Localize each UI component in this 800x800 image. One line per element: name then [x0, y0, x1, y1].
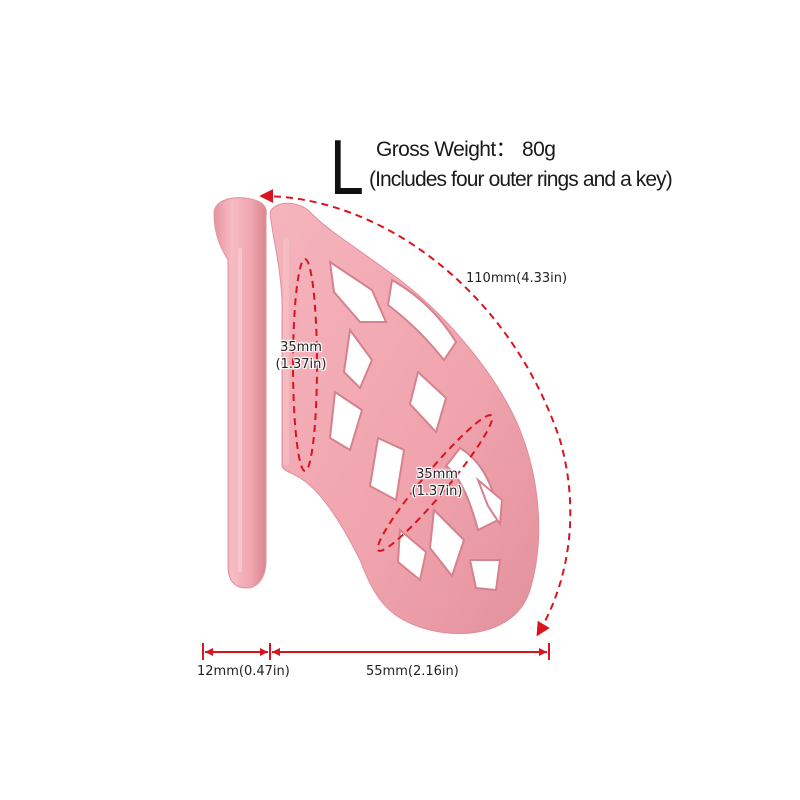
width-dimension-lines — [202, 643, 550, 660]
tip-diameter-in: (1.37in) — [411, 484, 463, 499]
gross-weight-value: 80g — [522, 138, 556, 161]
ring-gap-width-label: 12mm(0.47in) — [197, 664, 290, 679]
ring-diameter-ellipse — [292, 258, 318, 472]
cage-body — [269, 202, 540, 635]
tip-diameter-mm: 35mm — [416, 467, 458, 482]
gross-weight-label: Gross Weight： — [376, 138, 517, 161]
ring-diameter-in: (1.37in) — [275, 357, 327, 372]
length-arc-dimension — [259, 189, 572, 637]
outer-ring — [213, 197, 267, 589]
length-arc-label: 110mm(4.33in) — [466, 271, 568, 286]
cage-width-label: 55mm(2.16in) — [366, 664, 459, 679]
ring-diameter-label: 35mm (1.37in) — [268, 339, 334, 373]
gross-weight: Gross Weight：80g — [376, 133, 556, 163]
includes-note: (Includes four outer rings and a key) — [369, 168, 673, 191]
tip-diameter-label: 35mm (1.37in) — [404, 466, 470, 500]
tip-diameter-ellipse — [376, 414, 494, 552]
ring-diameter-mm: 35mm — [280, 340, 322, 355]
size-letter: L — [330, 123, 364, 211]
